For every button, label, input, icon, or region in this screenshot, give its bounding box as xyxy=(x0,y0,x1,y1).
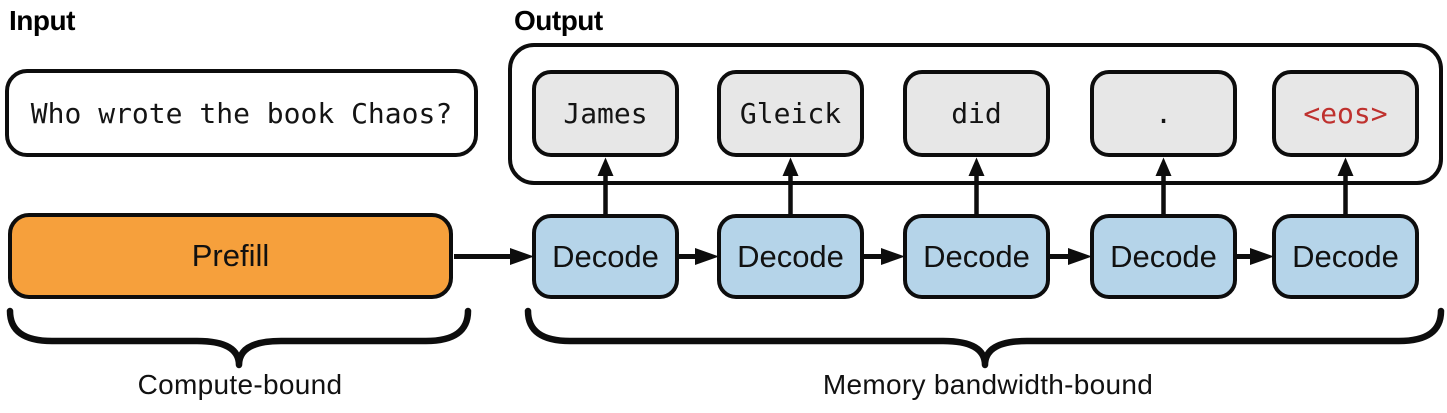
output-token-box: did xyxy=(903,70,1050,157)
prefill-box: Prefill xyxy=(8,213,453,299)
output-token-text: did xyxy=(951,97,1002,130)
decode-label: Decode xyxy=(923,238,1030,274)
output-token-box: Gleick xyxy=(717,70,864,157)
output-token-box: James xyxy=(532,70,679,157)
output-token-text: . xyxy=(1155,97,1172,130)
decode-label: Decode xyxy=(737,238,844,274)
output-token-box: . xyxy=(1090,70,1237,157)
prefill-label: Prefill xyxy=(191,238,270,273)
decode-box: Decode xyxy=(717,214,864,299)
decode-label: Decode xyxy=(1292,238,1399,274)
compute-bound-brace xyxy=(6,307,472,369)
arrowhead-right xyxy=(510,248,534,265)
decode-box: Decode xyxy=(1090,214,1237,299)
input-heading: Input xyxy=(9,5,75,36)
output-token-text: <eos> xyxy=(1303,97,1388,130)
output-heading: Output xyxy=(514,5,603,36)
decode-label: Decode xyxy=(552,238,659,274)
decode-box: Decode xyxy=(532,214,679,299)
arrowhead-right xyxy=(1250,248,1274,265)
arrowhead-right xyxy=(1068,248,1092,265)
decode-box: Decode xyxy=(1272,214,1419,299)
arrowhead-right xyxy=(695,248,719,265)
output-token-text: James xyxy=(563,97,648,130)
memory-bandwidth-bound-label: Memory bandwidth-bound xyxy=(822,369,1154,400)
compute-bound-label: Compute-bound xyxy=(137,369,343,400)
arrowhead-right xyxy=(881,248,905,265)
output-token-box: <eos> xyxy=(1272,70,1419,157)
decode-box: Decode xyxy=(903,214,1050,299)
decode-label: Decode xyxy=(1110,238,1217,274)
memory-bound-brace xyxy=(524,307,1445,369)
input-prompt-box: Who wrote the book Chaos? xyxy=(5,69,478,157)
input-prompt-text: Who wrote the book Chaos? xyxy=(30,96,453,130)
output-token-text: Gleick xyxy=(739,97,842,130)
